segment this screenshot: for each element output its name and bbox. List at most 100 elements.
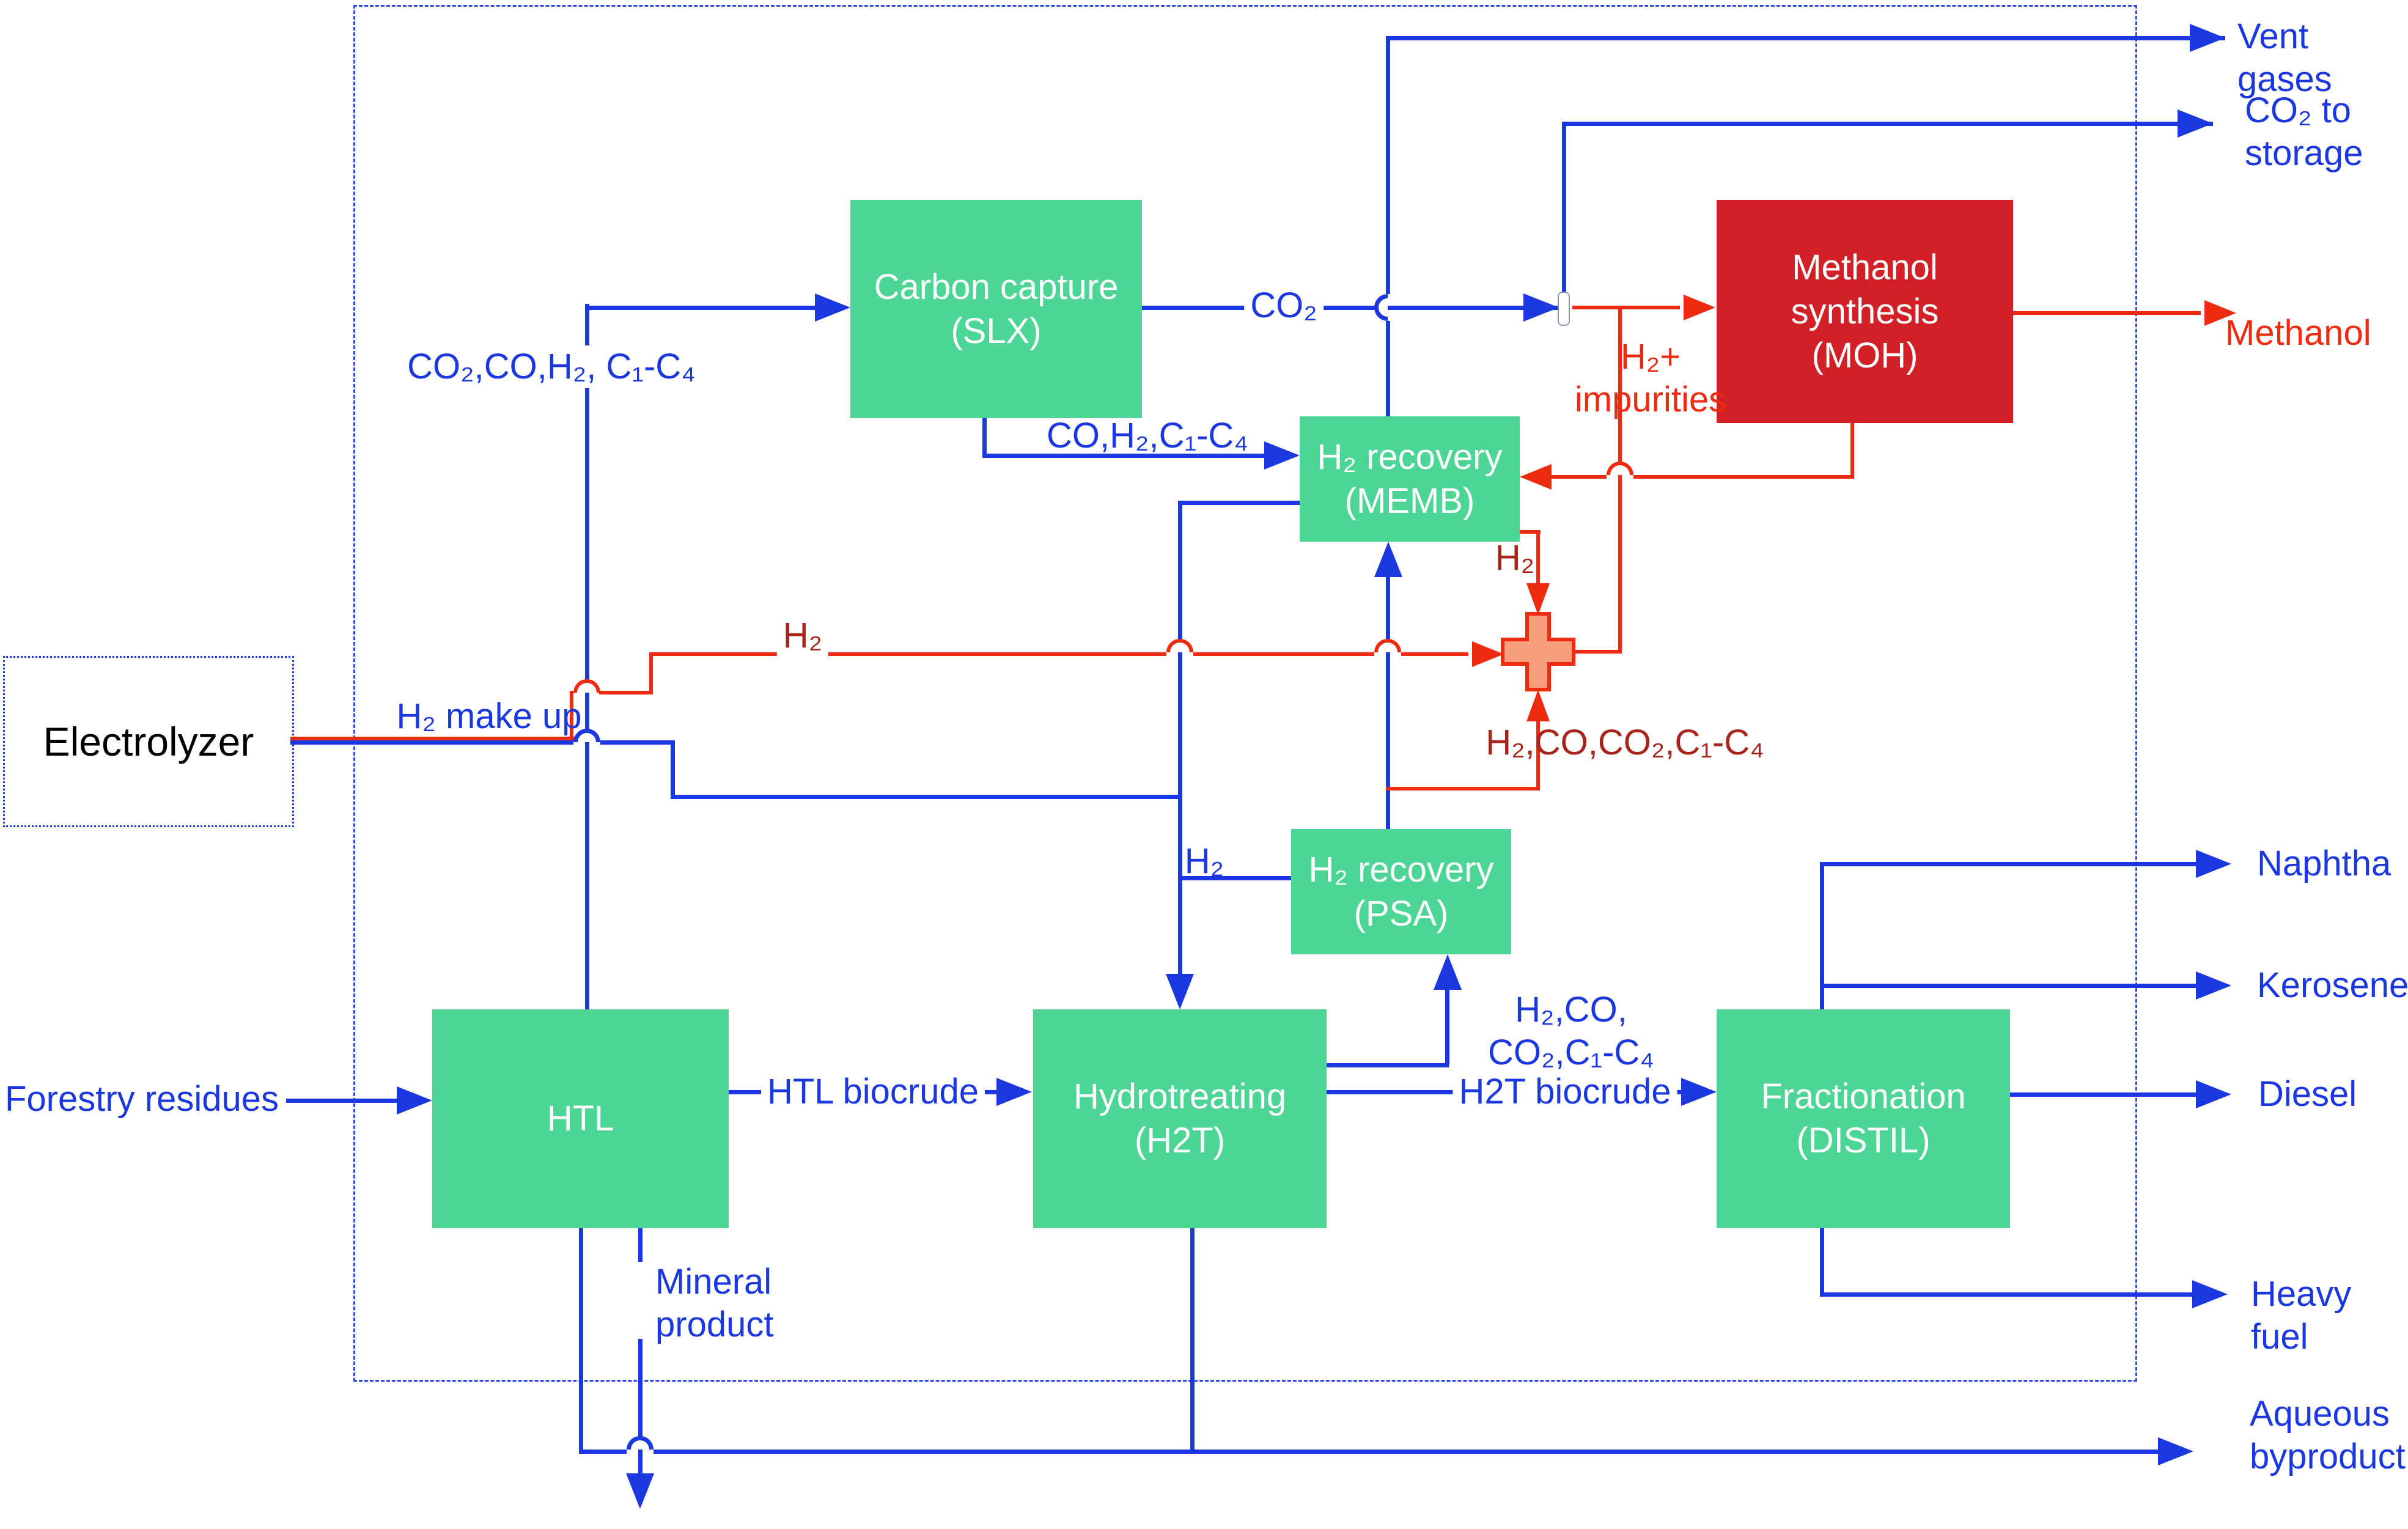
- line-heavyfuel-horizontal: [1820, 1292, 2192, 1297]
- line-slx-offgas-vertical: [982, 418, 987, 457]
- electrolyzer-box: Electrolyzer: [3, 656, 294, 827]
- line-h2-header-vertical: [1178, 501, 1182, 974]
- label-diesel: Diesel: [2258, 1074, 2357, 1114]
- co2-split-tick: [1558, 292, 1570, 326]
- mixer-cross-icon: [1501, 612, 1575, 691]
- line-mineral-stub: [638, 1228, 643, 1262]
- h2-recovery-memb-label: H₂ recovery (MEMB): [1317, 437, 1503, 521]
- line-moh-recycle-a: [1633, 475, 1854, 479]
- label-co2: CO₂: [1244, 284, 1324, 327]
- line-memb-h2-horizontal: [1520, 530, 1541, 534]
- label-h2-from-psa: H₂: [1184, 841, 1224, 881]
- hop-recycle-over-riser: [1607, 462, 1633, 475]
- line-mixer-out: [1572, 650, 1622, 654]
- arrow-into-htl: [397, 1086, 432, 1115]
- arrow-into-mixer-top: [1526, 583, 1550, 615]
- h2-recovery-psa-box: H₂ recovery (PSA): [1291, 829, 1511, 954]
- label-slx-offgas: CO,H₂,C₁-C₄: [1047, 416, 1248, 455]
- label-h2-impurities: H₂+ impurities: [1574, 337, 1727, 419]
- line-h2t-offgas-horizontal: [1327, 1063, 1449, 1067]
- line-h2-psa-branch: [1180, 876, 1291, 880]
- hydrotreating-label: Hydrotreating (H2T): [1073, 1077, 1287, 1160]
- line-co2-storage-horizontal: [1562, 122, 2213, 126]
- line-h2-long-b: [1193, 652, 1374, 656]
- line-vent-horizontal: [1386, 36, 2225, 40]
- line-htl-offgas-to-slx: [585, 306, 815, 310]
- arrow-recycle-into-memb: [1520, 464, 1552, 490]
- line-moh-recycle-b: [1552, 475, 1607, 479]
- arrow-into-co2-junction: [1523, 293, 1559, 322]
- label-htl-biocrude: HTL biocrude: [760, 1070, 985, 1113]
- line-moh-feed: [1572, 306, 1680, 309]
- arrow-heavy-fuel: [2192, 1280, 2228, 1308]
- line-h2-makeup-red-b: [599, 691, 653, 694]
- arrow-into-mixer-left: [1472, 641, 1504, 667]
- line-h2-makeup-red-a: [290, 737, 575, 740]
- hop-red-over-htl-offgas: [573, 679, 600, 693]
- h2-recovery-memb-box: H₂ recovery (MEMB): [1300, 416, 1520, 542]
- arrow-vent-gases: [2190, 24, 2225, 52]
- hydrotreating-box: Hydrotreating (H2T): [1033, 1009, 1327, 1228]
- line-psa-tail-horizontal: [1386, 787, 1540, 790]
- hop-vent-over-co2: [1374, 294, 1388, 321]
- line-naphtha-horizontal: [1820, 862, 2196, 866]
- label-kerosene: Kerosene: [2257, 965, 2408, 1005]
- arrow-into-distil: [1681, 1078, 1717, 1106]
- methanol-synthesis-box: Methanol synthesis (MOH): [1717, 200, 2013, 423]
- system-boundary-border: [353, 5, 2137, 1382]
- line-moh-recycle-vertical: [1850, 423, 1854, 479]
- label-h2t-biocrude: H2T biocrude: [1453, 1070, 1677, 1113]
- htl-label: HTL: [547, 1099, 614, 1138]
- arrow-methanol-out: [2204, 300, 2236, 326]
- h2-recovery-psa-label: H₂ recovery (PSA): [1308, 849, 1494, 934]
- line-h2t-aqueous-vertical: [1190, 1228, 1195, 1451]
- line-kerosene: [1820, 984, 2196, 988]
- line-h2-makeup-red-step: [649, 652, 653, 693]
- line-heavyfuel-vertical: [1820, 1228, 1824, 1296]
- line-naphtha-vertical: [1820, 862, 1824, 1009]
- label-h2-makeup: H₂ make up: [396, 696, 582, 736]
- line-diesel: [2010, 1092, 2196, 1097]
- label-forestry-residues: Forestry residues: [5, 1079, 279, 1119]
- arrow-into-memb-bottom: [1374, 542, 1402, 577]
- fractionation-box: Fractionation (DISTIL): [1717, 1009, 2010, 1228]
- label-h2-long: H₂: [776, 614, 829, 657]
- line-slx-offgas-horizontal: [982, 454, 1265, 458]
- htl-box: HTL: [432, 1009, 729, 1228]
- arrow-into-psa-bottom: [1434, 954, 1462, 990]
- arrow-into-memb-left: [1264, 441, 1300, 470]
- line-htl-offgas-vertical: [585, 304, 589, 1009]
- hop-h2long-over-psa-memb: [1374, 639, 1401, 652]
- label-htl-offgas: CO₂,CO,H₂, C₁-C₄: [401, 345, 702, 388]
- line-h2-makeup-red-riser: [570, 691, 573, 740]
- methanol-synthesis-label: Methanol synthesis (MOH): [1791, 247, 1939, 375]
- line-vent-vertical-lower: [1386, 321, 1390, 416]
- hop-h2long-over-header: [1166, 639, 1193, 652]
- line-h2-makeup-c: [671, 795, 1182, 799]
- arrow-diesel: [2196, 1080, 2231, 1108]
- line-h2-makeup-b: [600, 740, 674, 745]
- arrow-into-moh: [1684, 295, 1715, 320]
- line-psa-to-memb: [1386, 577, 1390, 829]
- arrow-into-h2t-top: [1166, 974, 1194, 1009]
- line-co2-from-slx: [1142, 306, 1559, 310]
- label-heavy-fuel: Heavy fuel: [2251, 1274, 2352, 1357]
- label-h2t-offgas: H₂,CO, CO₂,C₁-C₄: [1488, 990, 1654, 1072]
- arrow-mineral-product: [626, 1473, 654, 1509]
- arrow-co2-storage: [2178, 109, 2213, 138]
- arrow-naphtha: [2196, 850, 2231, 878]
- line-co2-storage-vertical: [1562, 123, 1566, 293]
- line-memb-h2-vertical: [1536, 530, 1540, 583]
- carbon-capture-box: Carbon capture (SLX): [850, 200, 1142, 418]
- line-impurities-riser: [1618, 308, 1622, 654]
- label-vent-gases: Vent gases: [2237, 17, 2332, 99]
- arrow-kerosene: [2196, 971, 2231, 1000]
- hop-aqueous-over-mineral: [627, 1436, 654, 1450]
- carbon-capture-label: Carbon capture (SLX): [874, 267, 1119, 351]
- line-aqueous-a: [579, 1450, 627, 1454]
- label-mineral-product: Mineral product: [655, 1262, 774, 1344]
- line-h2-long-c: [1401, 652, 1468, 656]
- line-memb-left-lower: [1180, 501, 1300, 505]
- line-mineral-vertical: [638, 1339, 643, 1473]
